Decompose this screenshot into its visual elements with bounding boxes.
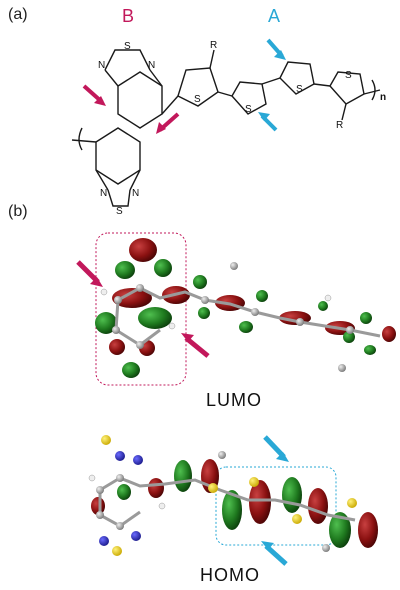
homo-highlight-box: [215, 466, 337, 546]
homo-atoms: [88, 435, 357, 556]
lumo-atoms: [100, 262, 354, 372]
atom-s-thiophene-2: S: [245, 104, 252, 115]
atom-n-top-left: N: [98, 60, 105, 71]
homo-orbital-lobes: [91, 459, 378, 548]
atom-r-bottom: R: [336, 120, 343, 131]
lumo-arrows: [76, 260, 210, 358]
unit-b-label: B: [122, 6, 135, 26]
panel-b-label: (b): [8, 203, 28, 220]
atom-s-bottom: S: [116, 206, 123, 217]
unit-a-arrows: [258, 38, 286, 132]
atom-s-thiophene-4: S: [345, 70, 352, 81]
repeat-subscript-n: n: [380, 92, 386, 103]
homo-backbone: [98, 476, 356, 528]
atom-s-thiophene-3: S: [296, 84, 303, 95]
atom-s-top: S: [124, 41, 131, 52]
atom-s-thiophene-1: S: [194, 94, 201, 105]
panel-a-label: (a): [8, 6, 28, 23]
lumo-backbone: [114, 286, 381, 347]
homo-arrows: [261, 435, 289, 566]
lumo-label: LUMO: [206, 390, 263, 410]
atom-r-top: R: [210, 40, 217, 51]
atom-n-bottom-left: N: [100, 188, 107, 199]
homo-label: HOMO: [200, 565, 260, 585]
unit-b-arrows: [82, 84, 180, 134]
atom-n-bottom-right: N: [132, 188, 139, 199]
polymer-structure: [71, 49, 381, 207]
lumo-highlight-box: [95, 232, 187, 386]
unit-a-label: A: [268, 6, 281, 26]
atom-n-top-right: N: [148, 60, 155, 71]
